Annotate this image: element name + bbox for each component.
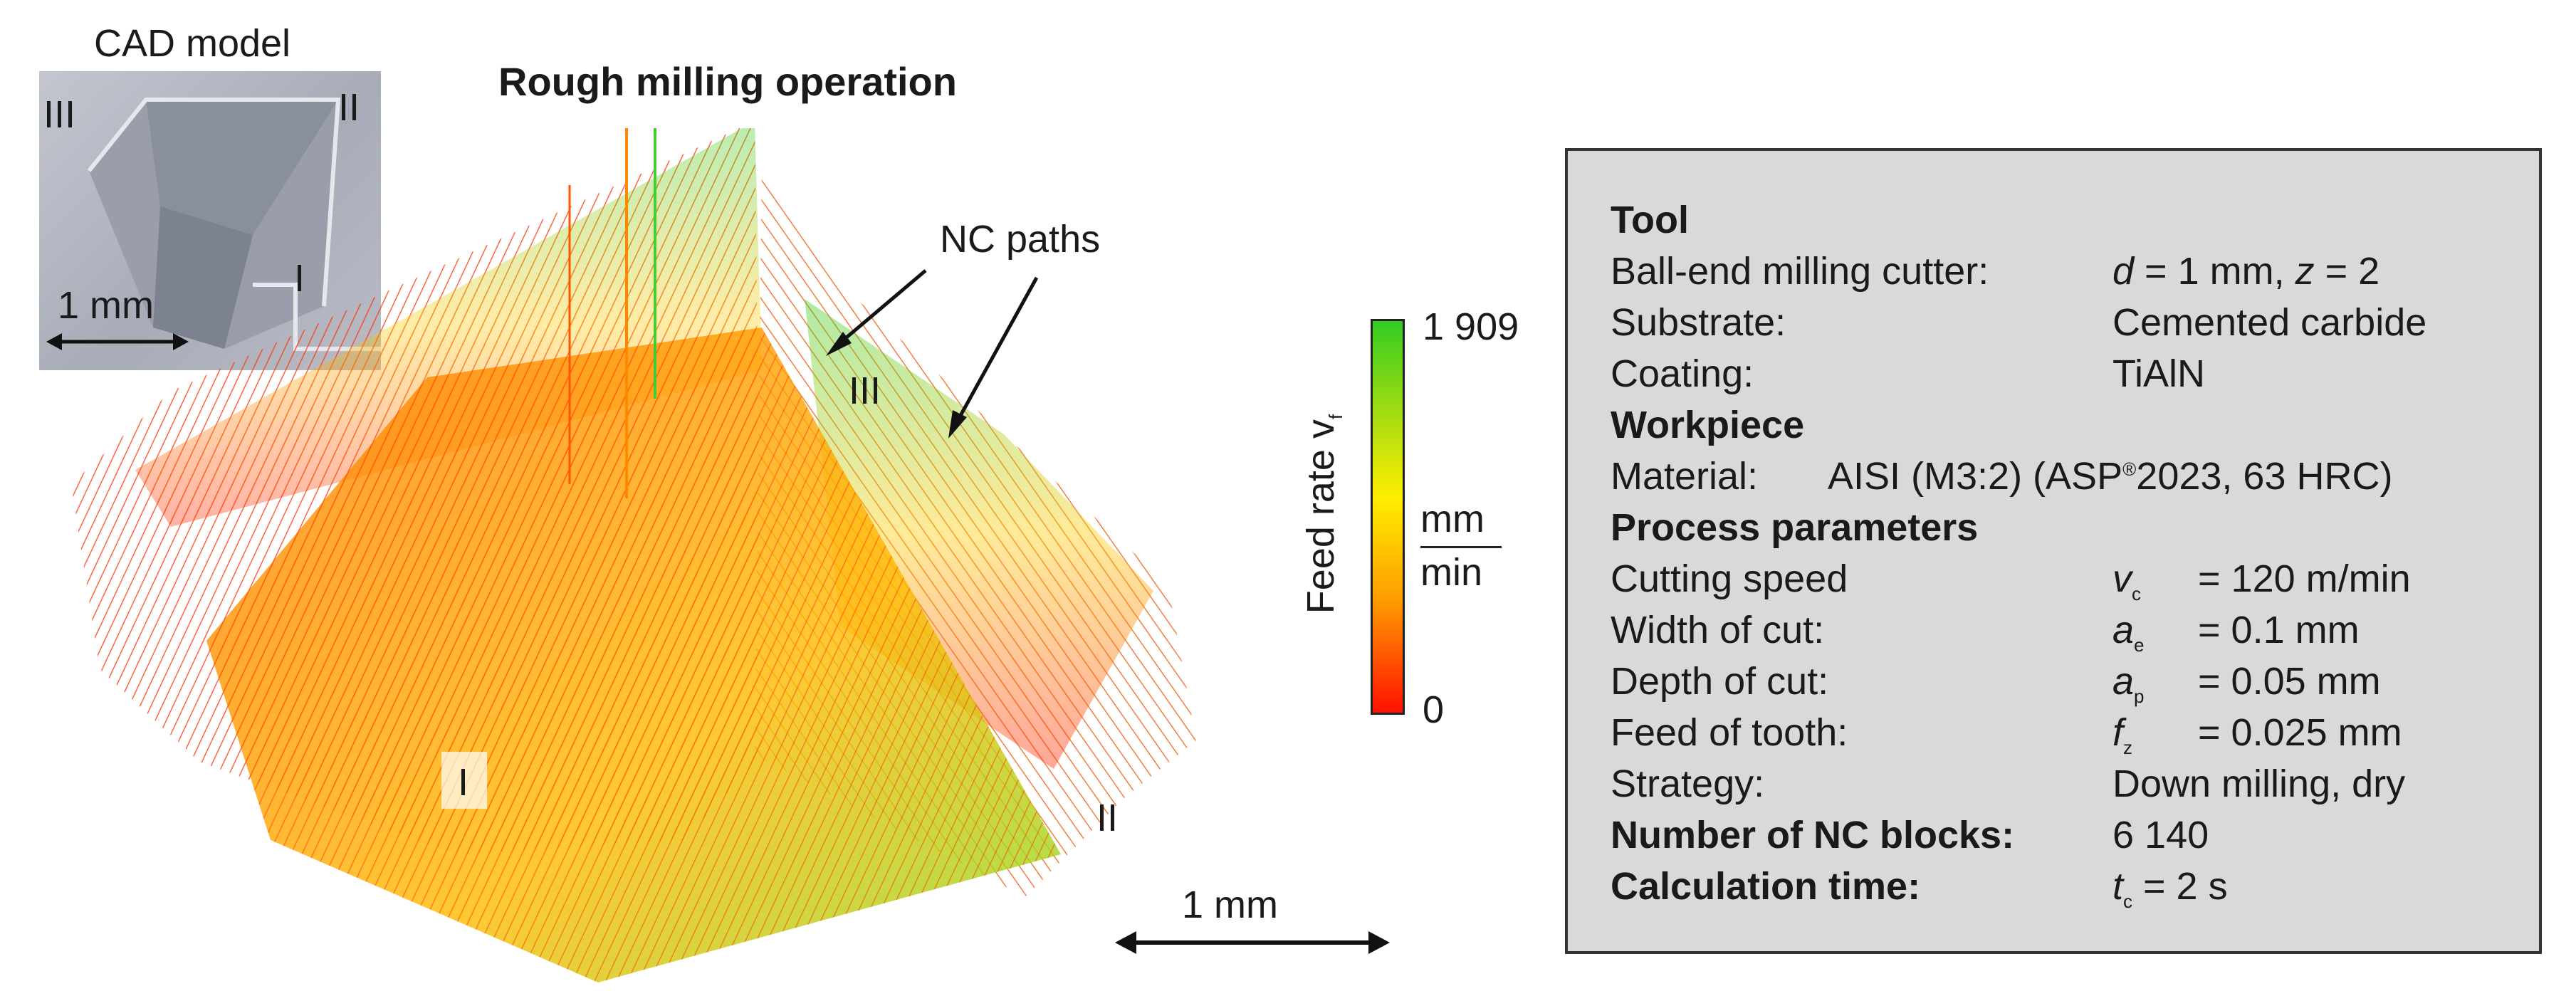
strategy-row: Strategy: Down milling, dry (1611, 762, 2406, 805)
cad-pocket-floor (153, 206, 253, 349)
width-row: Width of cut: ae = 0.1 mm (1611, 609, 2360, 656)
process-heading: Process parameters (1611, 506, 1979, 549)
cutter-row: Ball-end milling cutter: d = 1 mm, z = 2 (1611, 250, 2380, 293)
colorbar-max: 1 909 (1423, 305, 1519, 348)
corner-i-highlight (441, 752, 487, 809)
nc-path-floor-lines (206, 327, 1061, 982)
substrate-row: Substrate: Cemented carbide (1611, 301, 2427, 344)
cad-model-title: CAD model (93, 22, 291, 65)
coating-row: Coating: TiAlN (1611, 352, 2205, 395)
cad-corner-i: I (294, 257, 305, 300)
cad-scale-arrow (46, 333, 189, 350)
nc-path-top-sweep (135, 128, 762, 527)
blocks-row: Number of NC blocks: 6 140 (1611, 814, 2209, 856)
cad-scale-label: 1 mm (58, 284, 154, 327)
material-row: Material: AISI (M3:2) (ASP®2023, 63 HRC) (1611, 455, 2393, 498)
cad-corner-ii: II (338, 86, 360, 129)
feed-row: Feed of tooth: fz = 0.025 mm (1611, 711, 2402, 758)
time-row: Calculation time: tc = 2 s (1611, 865, 2228, 912)
tool-heading: Tool (1611, 199, 1689, 241)
cad-pocket-wall (146, 100, 338, 235)
corner-ii-label: II (1096, 797, 1119, 839)
cad-model-drawing (87, 98, 381, 351)
corner-i-label: I (458, 761, 469, 804)
cad-model-image: III II I 1 mm (39, 71, 381, 370)
colorbar-unit-numerator: mm (1420, 498, 1485, 540)
cad-corner-iii: III (43, 93, 76, 136)
main-scale-arrow (1115, 931, 1390, 954)
speed-row: Cutting speed vc = 120 m/min (1611, 557, 2411, 604)
feed-rate-colorbar (1371, 319, 1405, 715)
corner-iii-label: III (849, 369, 881, 412)
nc-paths-arrows (826, 269, 1039, 439)
workpiece-heading: Workpiece (1611, 404, 1805, 446)
operation-title: Rough milling operation (498, 59, 957, 104)
cad-edge (87, 98, 341, 307)
depth-row: Depth of cut: ap = 0.05 mm (1611, 660, 2381, 707)
nc-paths-visualization (71, 128, 1196, 982)
colorbar-unit-denominator: min (1420, 551, 1483, 594)
cutter-value: d = 1 mm, z = 2 (2112, 250, 2380, 293)
colorbar-unit-fraction-line (1420, 546, 1502, 548)
colorbar-axis-label: Feed rate vf (1299, 414, 1346, 614)
main-scale-label: 1 mm (1182, 883, 1278, 926)
colorbar-min: 0 (1423, 688, 1445, 731)
process-parameters-panel: Tool Ball-end milling cutter: d = 1 mm, … (1565, 148, 2542, 954)
nc-paths-label: NC paths (940, 218, 1101, 261)
